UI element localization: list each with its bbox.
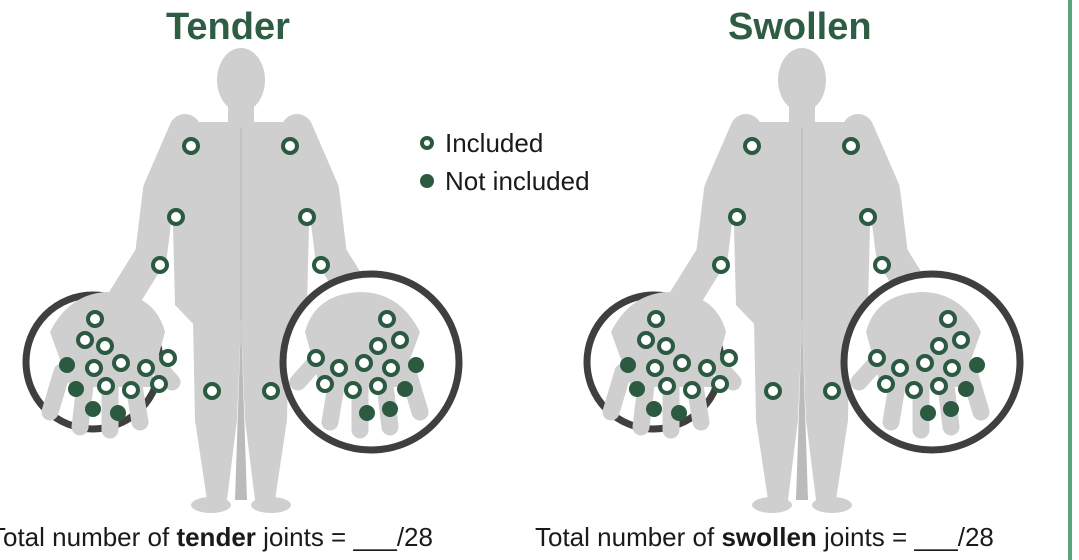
joint-knee [264,384,278,398]
legend-label-included: Included [445,128,543,159]
joint-hand [382,401,398,417]
joint-hand [371,379,385,393]
joint-hand [675,356,689,370]
joint-hand [671,405,687,421]
joint-hand [114,356,128,370]
joint-hand [88,312,102,326]
body-silhouette-tender [123,48,359,513]
caption-bold: tender [176,522,255,552]
joint-elbow [861,210,875,224]
legend-item-not-included: Not included [420,162,590,200]
joint-shoulder [184,139,198,153]
joint-hand [920,405,936,421]
joint-hand [384,361,398,375]
swollen-total-caption: Total number of swollen joints = ___/28 [535,522,994,553]
joint-hand [713,377,727,391]
joint-hand [124,383,138,397]
joint-hand [371,339,385,353]
joint-hand [87,361,101,375]
open-circle-icon [420,136,434,150]
joint-hand [969,357,985,373]
joint-hand [357,356,371,370]
joint-hand [397,381,413,397]
joint-hand [359,405,375,421]
joint-hand [893,361,907,375]
caption-bold: swollen [721,522,816,552]
joint-knee [205,384,219,398]
joint-hand [954,333,968,347]
joint-hand [932,379,946,393]
joint-hand [161,351,175,365]
joint-knee [766,384,780,398]
joint-hand [393,333,407,347]
legend-item-included: Included [420,124,590,162]
legend-label-not-included: Not included [445,166,590,197]
joint-hand [870,351,884,365]
joint-shoulder [283,139,297,153]
joint-shoulder [745,139,759,153]
tender-total-caption: Total number of tender joints = ___/28 [0,522,433,553]
joint-knee [825,384,839,398]
joint-hand [110,405,126,421]
joint-wrist [153,258,167,272]
joint-hand [700,361,714,375]
joint-hand [68,381,84,397]
caption-suffix: joints = ___/28 [817,522,994,552]
joint-hand [649,312,663,326]
joint-hand [932,339,946,353]
joint-hand [958,381,974,397]
joint-hand [722,351,736,365]
joint-hand [639,333,653,347]
joint-hand [629,381,645,397]
filled-circle-icon [420,174,434,188]
joint-wrist [314,258,328,272]
joint-hand [98,339,112,353]
joint-hand [99,379,113,393]
joint-hand [318,377,332,391]
joint-hand [648,361,662,375]
joint-hand [943,401,959,417]
joint-hand [879,377,893,391]
joint-hand [941,312,955,326]
joint-elbow [730,210,744,224]
caption-suffix: joints = ___/28 [256,522,433,552]
joint-hand [85,401,101,417]
caption-prefix: Total number of [0,522,176,552]
legend: Included Not included [420,124,590,200]
joint-hand [59,357,75,373]
joint-hand [918,356,932,370]
joint-hand [945,361,959,375]
joint-wrist [714,258,728,272]
joint-hand [78,333,92,347]
joint-hand [309,351,323,365]
joint-shoulder [844,139,858,153]
caption-prefix: Total number of [535,522,721,552]
joint-hand [620,357,636,373]
joint-hand [646,401,662,417]
joint-hand [659,339,673,353]
joint-wrist [875,258,889,272]
joint-hand [408,357,424,373]
joint-hand [660,379,674,393]
joint-elbow [300,210,314,224]
joint-hand [907,383,921,397]
joint-hand [332,361,346,375]
joint-hand [139,361,153,375]
body-silhouette-swollen [684,48,920,513]
joint-hand [380,312,394,326]
joint-hand [685,383,699,397]
joint-hand [346,383,360,397]
joint-hand [152,377,166,391]
joint-elbow [169,210,183,224]
